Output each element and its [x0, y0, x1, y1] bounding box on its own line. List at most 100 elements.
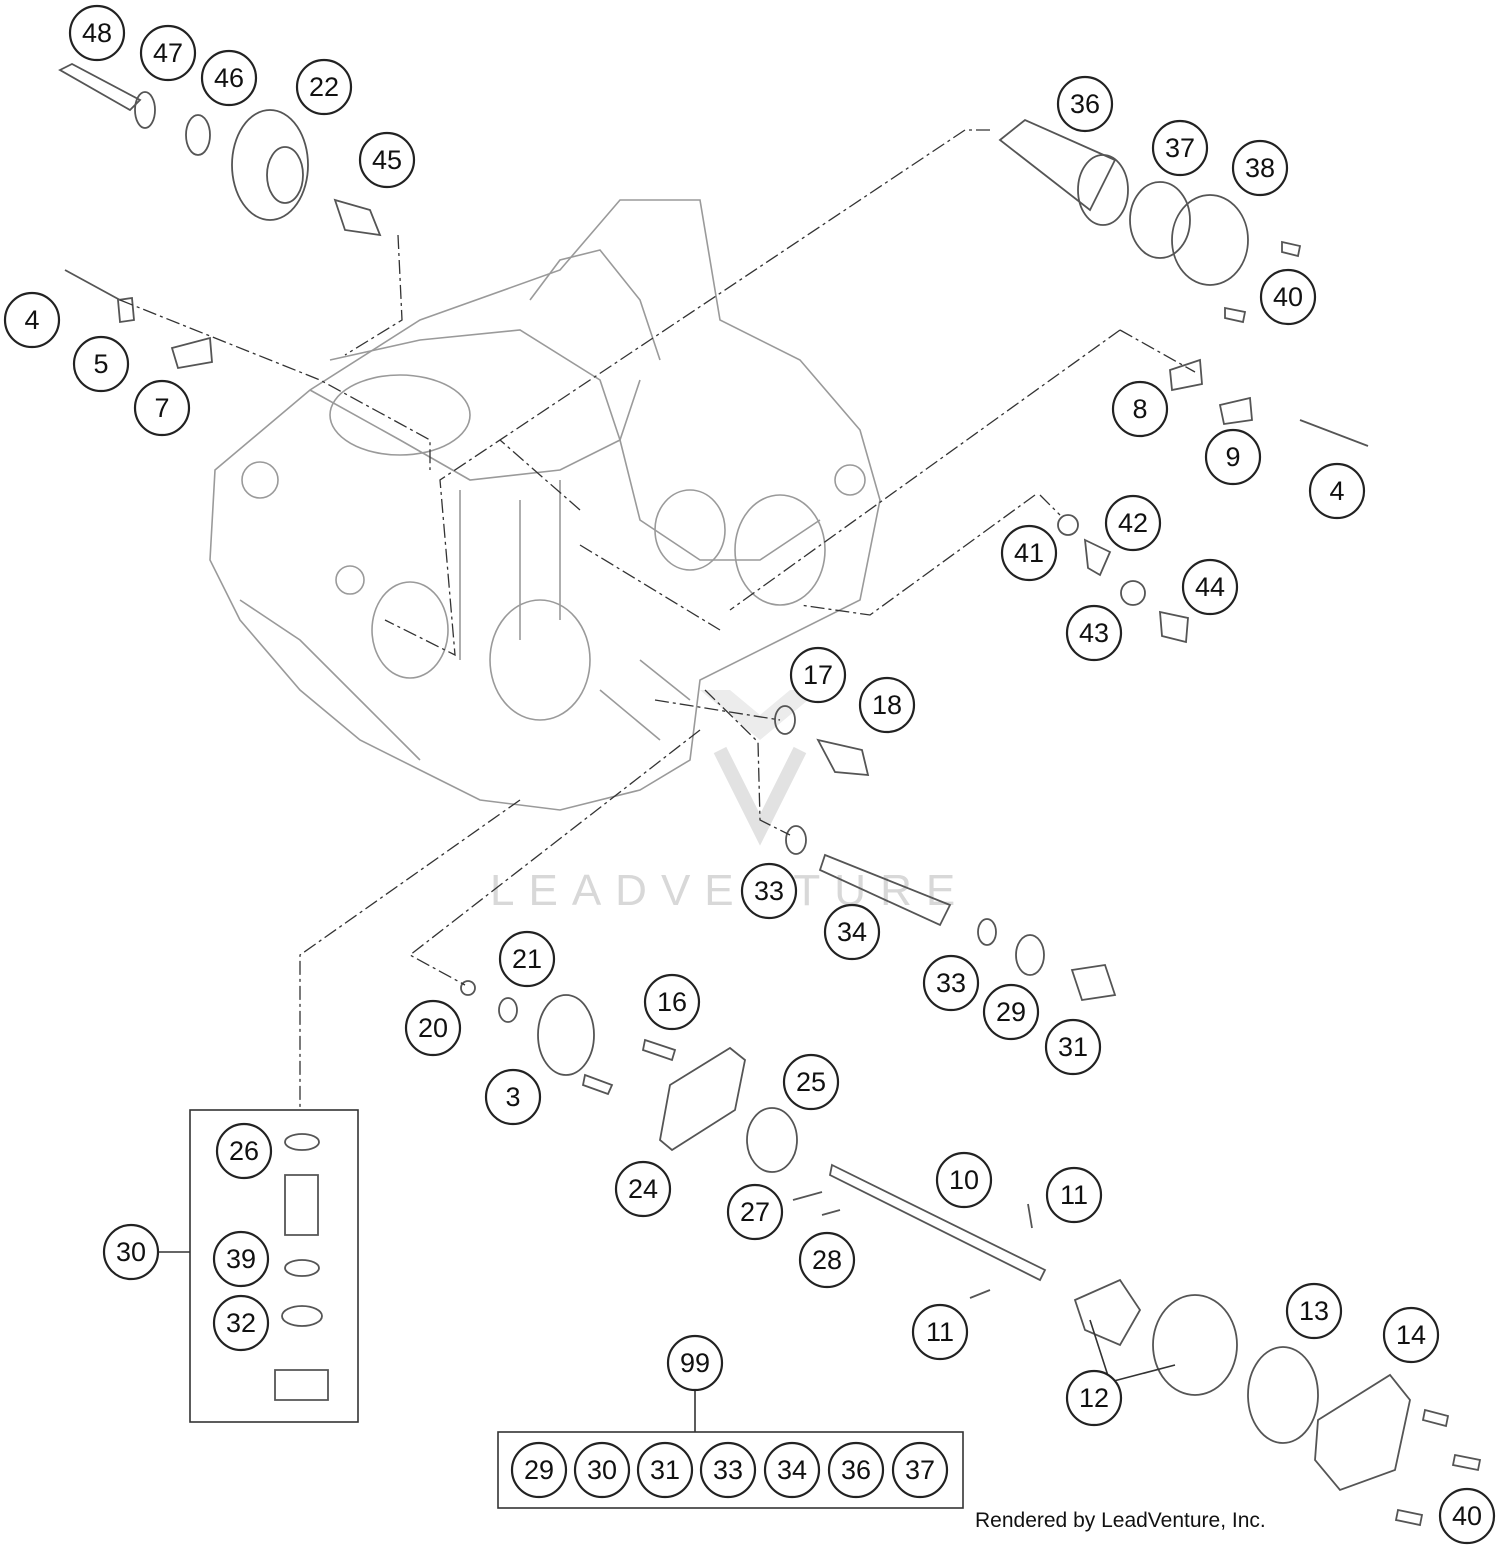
callout-10: 10 [935, 1151, 993, 1209]
kit-99-item-36: 36 [827, 1441, 885, 1499]
idler-gear-assembly [58, 62, 382, 237]
svg-text:32: 32 [226, 1308, 256, 1338]
callout-5: 5 [72, 335, 130, 393]
callout-40-bottom: 40 [1438, 1487, 1496, 1545]
svg-text:41: 41 [1014, 538, 1044, 568]
oil-pressure-plug [774, 705, 870, 777]
svg-text:30: 30 [116, 1237, 146, 1267]
callout-13: 13 [1285, 1282, 1343, 1340]
svg-text:47: 47 [153, 38, 183, 68]
callout-32: 32 [212, 1294, 270, 1352]
svg-text:36: 36 [841, 1455, 871, 1485]
svg-text:39: 39 [226, 1244, 256, 1274]
oil-pump-gear [460, 980, 677, 1096]
callout-43: 43 [1065, 604, 1123, 662]
pressure-relief-valve [1057, 514, 1189, 644]
callout-33-lower: 33 [922, 954, 980, 1012]
callout-28: 28 [798, 1231, 856, 1289]
svg-text:34: 34 [777, 1455, 807, 1485]
svg-text:29: 29 [996, 997, 1026, 1027]
svg-text:45: 45 [372, 145, 402, 175]
oil-pump-cover [659, 1046, 798, 1173]
callout-8: 8 [1111, 380, 1169, 438]
callout-7: 7 [133, 379, 191, 437]
callout-46: 46 [200, 49, 258, 107]
callout-31: 31 [1044, 1018, 1102, 1076]
callout-11-upper: 11 [1045, 1166, 1103, 1224]
kit-99-item-31: 31 [636, 1441, 694, 1499]
svg-text:46: 46 [214, 63, 244, 93]
callout-99: 99 [666, 1334, 724, 1392]
svg-text:12: 12 [1079, 1383, 1109, 1413]
svg-text:43: 43 [1079, 618, 1109, 648]
callout-17: 17 [789, 646, 847, 704]
callout-34: 34 [823, 903, 881, 961]
svg-text:31: 31 [1058, 1032, 1088, 1062]
callout-36: 36 [1056, 75, 1114, 133]
watermark-text: LEADVENTURE [490, 866, 969, 915]
callout-30: 30 [102, 1223, 160, 1281]
svg-text:26: 26 [229, 1136, 259, 1166]
leader-lines [119, 129, 1196, 1110]
svg-text:33: 33 [754, 876, 784, 906]
callout-4-left: 4 [3, 291, 61, 349]
svg-text:44: 44 [1195, 572, 1225, 602]
svg-text:37: 37 [905, 1455, 935, 1485]
callout-3: 3 [484, 1068, 542, 1126]
svg-text:4: 4 [24, 305, 39, 335]
callout-22: 22 [295, 58, 353, 116]
svg-text:99: 99 [680, 1348, 710, 1378]
svg-text:48: 48 [82, 18, 112, 48]
callout-18: 18 [858, 676, 916, 734]
svg-text:37: 37 [1165, 133, 1195, 163]
callout-11-lower: 11 [911, 1303, 969, 1361]
callout-26: 26 [215, 1122, 273, 1180]
engine-crankcase [209, 199, 881, 811]
svg-text:5: 5 [93, 349, 108, 379]
callout-12: 12 [1065, 1369, 1123, 1427]
svg-text:16: 16 [657, 987, 687, 1017]
callout-44: 44 [1181, 558, 1239, 616]
oil-filter-group [998, 118, 1302, 324]
svg-text:10: 10 [949, 1165, 979, 1195]
kit-99-item-34: 34 [763, 1441, 821, 1499]
svg-text:30: 30 [587, 1455, 617, 1485]
kit-99-item-30: 30 [573, 1441, 631, 1499]
kit-99-item-33: 33 [699, 1441, 757, 1499]
callout-16: 16 [643, 973, 701, 1031]
callout-39: 39 [212, 1230, 270, 1288]
kit-99-item-29: 29 [510, 1441, 568, 1499]
svg-text:24: 24 [628, 1174, 658, 1204]
callout-38: 38 [1231, 139, 1289, 197]
svg-text:29: 29 [524, 1455, 554, 1485]
callout-45: 45 [358, 131, 416, 189]
kit-99-item-37: 37 [891, 1441, 949, 1499]
svg-text:40: 40 [1273, 282, 1303, 312]
oil-pump-shaft-group [785, 825, 1117, 1002]
svg-text:34: 34 [837, 917, 867, 947]
svg-text:4: 4 [1329, 476, 1344, 506]
callout-4-right: 4 [1308, 462, 1366, 520]
callout-40-top: 40 [1259, 268, 1317, 326]
oil-pump-rotor-shaft [792, 1163, 1047, 1299]
plug-bracket-set-right [1169, 358, 1369, 447]
svg-text:36: 36 [1070, 89, 1100, 119]
svg-text:40: 40 [1452, 1501, 1482, 1531]
callout-42: 42 [1104, 494, 1162, 552]
svg-text:14: 14 [1396, 1320, 1426, 1350]
callout-27: 27 [726, 1183, 784, 1241]
kit-box-99 [497, 1390, 964, 1509]
callout-41: 41 [1000, 524, 1058, 582]
svg-text:21: 21 [512, 944, 542, 974]
callout-33-upper: 33 [740, 862, 798, 920]
svg-text:11: 11 [1060, 1180, 1088, 1210]
callout-9: 9 [1204, 428, 1262, 486]
svg-text:13: 13 [1299, 1296, 1329, 1326]
callout-37-top: 37 [1151, 119, 1209, 177]
svg-text:33: 33 [713, 1455, 743, 1485]
oil-screen-group [274, 1133, 329, 1401]
callout-24: 24 [614, 1160, 672, 1218]
svg-text:27: 27 [740, 1197, 770, 1227]
callout-29: 29 [982, 983, 1040, 1041]
